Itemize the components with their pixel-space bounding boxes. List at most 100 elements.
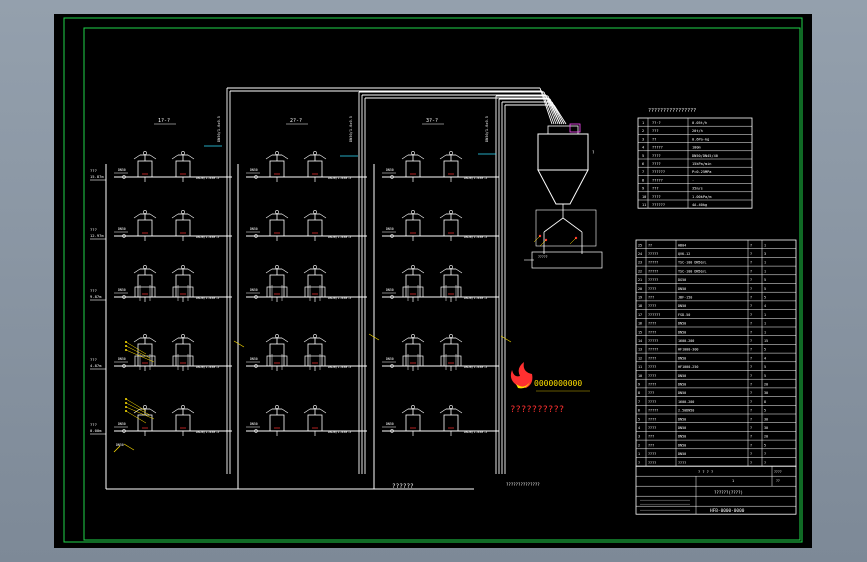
watermark-digits: 0000000000 [534, 379, 582, 388]
inline-valve [390, 234, 394, 238]
hopper-arm [265, 268, 273, 274]
table-cell: 4 [638, 426, 640, 430]
table-cell: 15 [638, 330, 642, 334]
table-cell: 1 [764, 243, 766, 247]
pipe-size-label: DN50 [250, 227, 258, 231]
pipe-size-label: DN50 [250, 288, 258, 292]
floor-elevation: 9.87m [90, 294, 102, 299]
hopper-unit [269, 414, 285, 432]
spec-table-title: ???????????????? [648, 108, 696, 114]
hopper-unit [443, 414, 459, 432]
pipe-spec-label: DN50/1.0x0.5 [328, 296, 351, 300]
hopper-arm [265, 154, 273, 160]
valve-symbol [449, 405, 453, 409]
valve-symbol [411, 210, 415, 214]
table-cell: HB04 [678, 243, 686, 247]
table-cell: 1 [764, 322, 766, 326]
hopper-arm [171, 154, 179, 160]
table-cell: 4 [764, 304, 766, 308]
table-cell: 8 [764, 400, 766, 404]
table-cell: ?? [652, 137, 656, 141]
hopper-unit [405, 219, 421, 237]
table-cell: ???? [652, 162, 661, 166]
table-cell: ????? [648, 348, 658, 352]
tank-feed-pipe [543, 91, 557, 125]
pipe-spec-label: DN50/1.0x0.5 [196, 176, 219, 180]
table-cell: ???? [648, 304, 656, 308]
valve-symbol [275, 405, 279, 409]
hopper-arm [149, 268, 157, 274]
title-block-text: ???? [774, 470, 782, 474]
hopper-arm [401, 268, 409, 274]
valve-symbol [181, 265, 185, 269]
hopper-arm [417, 408, 425, 414]
table-cell: ? [750, 435, 752, 439]
table-cell: ??? [648, 435, 654, 439]
table-cell: 4A-40kg [692, 203, 707, 207]
table-cell: 10 [638, 374, 642, 378]
table-cell: ? [750, 243, 752, 247]
table-cell: DN50 [678, 417, 686, 421]
table-cell: 30 [764, 426, 768, 430]
table-cell: 5 [764, 278, 766, 282]
discharge-pipe [562, 217, 583, 233]
table-cell: ? [750, 365, 752, 369]
hopper-arm [133, 213, 141, 219]
table-cell: 20 [638, 287, 642, 291]
valve-symbol [181, 151, 185, 155]
table-cell: DN50 [678, 426, 686, 430]
table-cell: ??? [648, 296, 654, 300]
tank-feed-pipe [547, 95, 561, 125]
valve-symbol [411, 334, 415, 338]
table-cell: 15 [764, 339, 768, 343]
inline-valve [254, 429, 258, 433]
table-cell: 100m [692, 146, 701, 150]
hopper-arm [171, 268, 179, 274]
inline-valve [122, 234, 126, 238]
table-cell: ????? [648, 409, 658, 413]
annotation-dot [125, 349, 127, 351]
table-cell: P=0.25MPa [692, 170, 711, 174]
pipe-size-label: DN50 [116, 443, 124, 447]
table-cell: HF1000-300 [678, 348, 698, 352]
table-cell: ? [750, 261, 752, 265]
table-cell: 8 [642, 178, 644, 182]
table-cell: ? [750, 278, 752, 282]
table-cell: 17 [638, 313, 642, 317]
table-cell: 20t/h [692, 129, 703, 133]
table-cell: - [692, 178, 694, 182]
table-cell: ? [750, 443, 752, 447]
table-cell: 35m/s [692, 187, 703, 191]
table-cell: ????? [652, 146, 663, 150]
table-cell: ????? [648, 261, 658, 265]
hopper-arm [281, 337, 289, 343]
logo-flame-icon [516, 382, 530, 389]
table-cell: 9 [638, 383, 640, 387]
valve-symbol [143, 210, 147, 214]
annotation-leader [125, 341, 147, 355]
valve-symbol [411, 265, 415, 269]
inline-valve [390, 295, 394, 299]
silo-body [537, 133, 589, 171]
table-cell: ????? [648, 339, 658, 343]
hopper-arm [303, 408, 311, 414]
hopper-arm [417, 268, 425, 274]
table-cell: QVK-12 [678, 252, 690, 256]
hopper-arm [439, 337, 447, 343]
pipe-size-label: DN50 [118, 357, 126, 361]
table-cell: ? [750, 296, 752, 300]
table-cell: 20 [764, 383, 768, 387]
table-cell: 6 [638, 409, 640, 413]
hopper-arm [265, 337, 273, 343]
annotation-leader [125, 406, 155, 420]
table-cell: ? [750, 426, 752, 430]
table-cell: 1 [638, 452, 640, 456]
title-block-text: ?? [776, 479, 780, 483]
pipe-size-label: DN50 [250, 168, 258, 172]
hopper-unit [307, 414, 323, 432]
table-cell: 30 [764, 417, 768, 421]
annotation-leader [125, 410, 147, 424]
